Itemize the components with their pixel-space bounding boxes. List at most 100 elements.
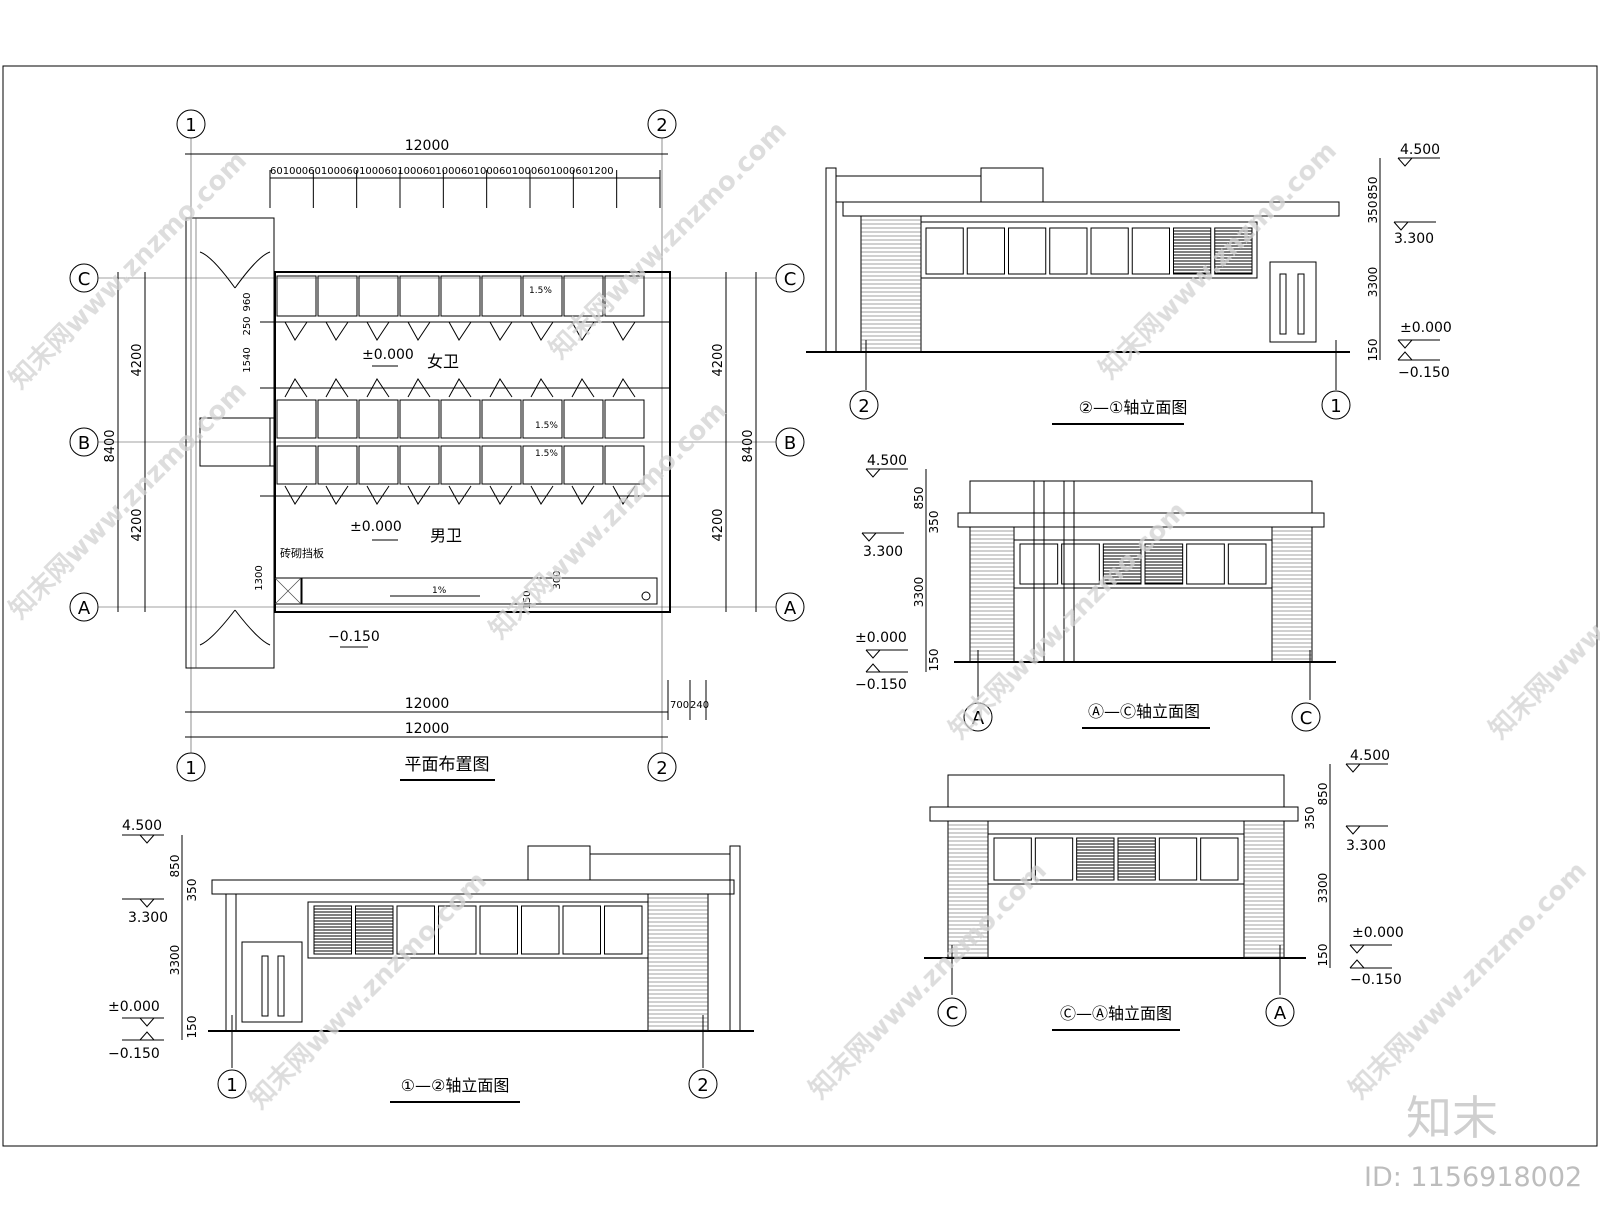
- svg-text:4.500: 4.500: [122, 818, 162, 834]
- svg-text:350: 350: [1303, 807, 1317, 830]
- svg-text:−0.150: −0.150: [1350, 972, 1402, 988]
- svg-text:4.500: 4.500: [1350, 748, 1390, 764]
- dim-300-plan: 300: [552, 570, 563, 589]
- svg-text:850: 850: [168, 855, 182, 878]
- floor-plan: 1 2 1 2 C B A C: [69, 109, 805, 782]
- slope-top: 1.5%: [529, 286, 552, 296]
- stall-door: [571, 485, 595, 505]
- dim-4200-left-top: 4200: [130, 343, 145, 376]
- stall: [276, 445, 317, 485]
- elevation-a-c: 4.500 3.300 ±0.000 −0.150 850 350 3300 1…: [855, 453, 1336, 732]
- svg-text:C: C: [1300, 708, 1313, 729]
- axis-c-eac: C: [1291, 702, 1321, 732]
- axis-1-e21: 1: [1321, 390, 1351, 420]
- stall-door: [407, 485, 431, 505]
- window-pane: [396, 905, 435, 955]
- slope-urinal: 1%: [432, 586, 447, 596]
- stall-door: [284, 378, 308, 398]
- plan-axis-b-right: B: [775, 427, 805, 457]
- stall-door: [489, 321, 513, 341]
- stall-door: [366, 321, 390, 341]
- stall: [604, 399, 645, 439]
- svg-text:4.500: 4.500: [1400, 142, 1440, 158]
- svg-text:±0.000: ±0.000: [108, 999, 160, 1015]
- svg-text:±0.000: ±0.000: [855, 630, 907, 646]
- e21-title: ②—①轴立面图: [1079, 398, 1188, 417]
- stall-door: [407, 378, 431, 398]
- window-pane: [1227, 543, 1267, 585]
- window-pane: [521, 905, 560, 955]
- dim-4200-right-bottom: 4200: [711, 508, 726, 541]
- stall-door: [530, 485, 554, 505]
- svg-text:350: 350: [1366, 201, 1380, 224]
- svg-text:B: B: [78, 433, 90, 454]
- stall-door: [366, 485, 390, 505]
- svg-text:150: 150: [1316, 944, 1330, 967]
- stall: [481, 399, 522, 439]
- stall: [481, 275, 522, 317]
- dim-150-plan: 150: [522, 590, 533, 609]
- axis-2-e12: 2: [688, 1069, 718, 1099]
- axis-1-e12: 1: [217, 1069, 247, 1099]
- stall-door: [612, 378, 636, 398]
- plan-title: 平面布置图: [405, 755, 490, 775]
- partition-label: 砖砌挡板: [280, 546, 324, 560]
- stall: [440, 399, 481, 439]
- slope-mid-b: 1.5%: [535, 449, 558, 459]
- svg-text:知末网www.znzmo.com: 知末网www.znzmo.com: [1484, 496, 1600, 745]
- stall: [440, 445, 481, 485]
- plan-axis-1-bottom: 1: [176, 752, 206, 782]
- stall: [317, 445, 358, 485]
- svg-text:2: 2: [697, 1075, 708, 1096]
- dim-8400-right: 8400: [741, 429, 756, 462]
- dim-1540: 1540: [242, 347, 253, 372]
- window-pane: [993, 837, 1032, 881]
- svg-text:4.500: 4.500: [867, 453, 907, 469]
- bay-dimensions: 6010006010006010006010006010006010006010…: [270, 166, 614, 177]
- svg-text:850: 850: [1366, 177, 1380, 200]
- svg-text:150: 150: [1366, 339, 1380, 362]
- svg-text:±0.000: ±0.000: [1352, 925, 1404, 941]
- stall: [563, 445, 604, 485]
- dim-250: 250: [242, 316, 253, 335]
- dim-240: 240: [690, 700, 709, 711]
- plan-axis-2-bottom: 2: [647, 752, 677, 782]
- stall-door: [530, 321, 554, 341]
- svg-text:350: 350: [927, 511, 941, 534]
- dim-960: 960: [242, 292, 253, 311]
- stall: [276, 399, 317, 439]
- axis-2-e21: 2: [849, 390, 879, 420]
- stall-door: [530, 378, 554, 398]
- svg-text:A: A: [784, 598, 797, 619]
- stall: [399, 399, 440, 439]
- stall-door: [325, 378, 349, 398]
- svg-text:3.300: 3.300: [863, 544, 903, 560]
- svg-text:−0.150: −0.150: [855, 677, 907, 693]
- svg-text:−0.150: −0.150: [1398, 365, 1450, 381]
- svg-text:B: B: [784, 433, 796, 454]
- plan-axis-a-left: A: [69, 592, 99, 622]
- levels-1-2: 4.500 3.300 ±0.000 −0.150 850 350 3300 1…: [108, 818, 199, 1062]
- stall: [317, 275, 358, 317]
- stall-door: [284, 485, 308, 505]
- svg-text:1: 1: [185, 115, 196, 136]
- men-label: 男卫: [430, 526, 462, 545]
- stall-door: [366, 378, 390, 398]
- level-men: ±0.000: [350, 519, 402, 535]
- dim-700: 700: [670, 700, 689, 711]
- stall: [358, 445, 399, 485]
- window-pane: [1061, 543, 1100, 585]
- level-women: ±0.000: [362, 347, 414, 363]
- svg-text:A: A: [78, 598, 91, 619]
- stall: [317, 399, 358, 439]
- levels-c-a: 4.500 3.300 ±0.000 −0.150 850 350 3300 1…: [1303, 748, 1404, 988]
- stall-door: [489, 378, 513, 398]
- svg-text:A: A: [1274, 1003, 1287, 1024]
- plan-axis-c-right: C: [775, 263, 805, 293]
- window-pane: [1008, 227, 1047, 275]
- svg-text:知末网www.znzmo.com: 知末网www.znzmo.com: [804, 856, 1053, 1105]
- window-pane: [604, 905, 643, 955]
- stall: [563, 275, 604, 317]
- stall: [440, 275, 481, 317]
